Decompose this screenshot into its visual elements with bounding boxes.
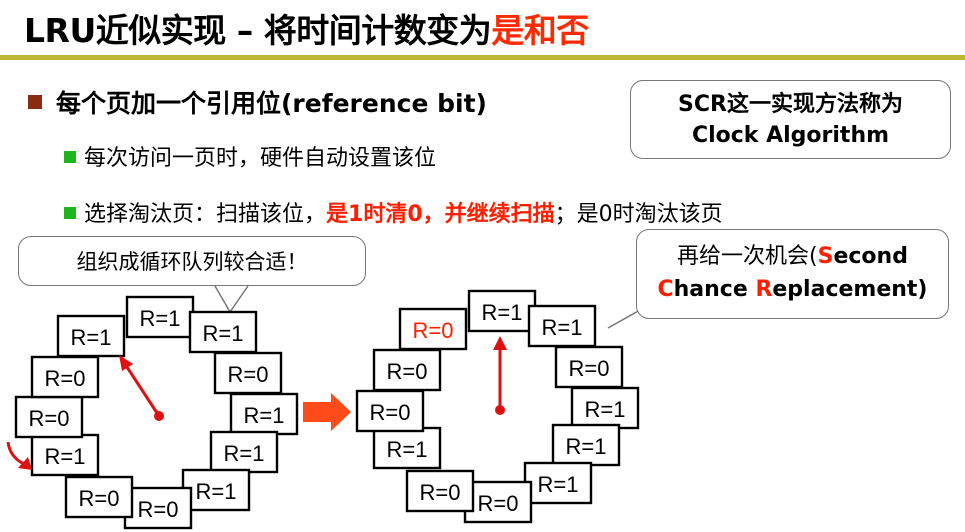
frame-box: R=1 [181,468,251,512]
frame-box: R=1 [229,392,299,436]
frame-label: R=1 [140,306,181,331]
transition-arrow-icon [303,393,351,431]
frame-label: R=0 [420,480,461,505]
bullet-sub-1-text: 每次访问一页时，硬件自动设置该位 [84,146,437,171]
frame-box: R=0 [123,486,193,530]
title-highlight: 是和否 [491,11,589,50]
left-clock: R=1 R=1 R=0 R=1 R=1 R=1 R=0 R=0 R=1 R=0 … [14,295,299,530]
frame-label: R=1 [538,472,579,497]
frame-box: R=0 [554,345,624,389]
title-main: LRU近似实现 – 将时间计数变为 [24,11,492,50]
frame-label: R=1 [482,300,523,325]
right-clock: R=1 R=1 R=0 R=1 R=1 R=1 R=0 R=0 R=1 R=0 … [355,289,640,524]
frame-box: R=1 [523,461,593,505]
frame-label: R=1 [196,479,237,504]
frame-box: R=1 [30,433,100,477]
square-bullet-icon [64,151,76,163]
rotation-arrow-icon [6,441,32,470]
sc-letter-s: S [817,244,834,269]
frame-box: R=1 [467,289,537,333]
frame-label: R=1 [566,434,607,459]
sc-letter-c: C [657,277,674,302]
frame-box: R=0 [64,475,134,519]
square-bullet-icon [64,207,76,219]
bullet-sub-1: 每次访问一页时，硬件自动设置该位 [64,140,436,172]
sc-word-hance: hance [673,277,756,302]
organize-callout-tail [214,285,249,314]
organize-callout: 组织成循环队列较合适！ [18,236,366,286]
scr-callout-line1: SCR这一实现方法称为 [678,92,903,117]
bullet-main: 每个页加一个引用位(reference bit) [28,84,487,120]
title-rule [0,55,965,60]
frame-box: R=1 [209,430,279,474]
second-chance-callout: 再给一次机会(Second Chance Replacement) [636,229,949,319]
frame-label: R=0 [387,359,428,384]
frame-label: R=0 [370,400,411,425]
frame-label: R=1 [203,321,244,346]
frame-box: R=0 [14,395,84,439]
frame-label: R=0 [79,486,120,511]
frame-box: R=1 [188,310,258,354]
frame-label: R=1 [244,403,285,428]
sc-word-econd: econd [833,244,908,269]
frame-label: R=1 [224,441,265,466]
frame-box: R=0 [398,307,468,351]
frame-box: R=1 [551,423,621,467]
frame-box: R=0 [213,351,283,395]
frame-box: R=0 [405,469,475,513]
frame-box: R=0 [355,389,425,433]
frame-box: R=1 [527,304,597,348]
frame-label: R=1 [387,437,428,462]
frame-label: R=1 [71,325,112,350]
frame-label: R=0 [569,356,610,381]
square-bullet-icon [28,95,42,109]
frame-label: R=0 [45,366,86,391]
sc-letter-r: R [755,277,773,302]
scr-callout: SCR这一实现方法称为 Clock Algorithm [630,80,951,159]
frame-label: R=1 [45,444,86,469]
sc-word-eplacement: eplacement) [772,277,928,302]
scr-callout-line2: Clock Algorithm [691,123,890,148]
frame-label: R=1 [542,315,583,340]
frame-box: R=1 [570,386,640,430]
bullet-sub-2-a: 选择淘汰页：扫描该位， [84,202,327,227]
bullet-sub-2-red: 是1时清0，并继续扫描 [326,202,555,227]
frame-label: R=1 [585,397,626,422]
bullet-main-text: 每个页加一个引用位(reference bit) [56,89,487,118]
bullet-sub-2-b: ；是0时淘汰该页 [554,202,723,227]
frame-label-changed: R=0 [413,318,454,343]
frame-box: R=1 [125,295,195,339]
frame-box: R=1 [372,426,442,470]
frame-box: R=1 [56,314,126,358]
right-clock-hand [493,336,507,415]
sc-callout-tail [607,309,641,329]
frame-box: R=0 [30,355,100,399]
left-clock-hand [119,355,164,421]
frame-box: R=0 [372,348,442,392]
sc-line2: Chance Replacement) [637,273,948,306]
organize-callout-text: 组织成循环队列较合适！ [76,250,308,274]
sc-line1-text: 再给一次机会( [677,244,818,269]
frame-label: R=0 [478,491,519,516]
frame-label: R=0 [228,362,269,387]
frame-label: R=0 [29,406,70,431]
frame-label: R=0 [138,497,179,522]
slide-title: LRU近似实现 – 将时间计数变为是和否 [24,4,589,52]
bullet-sub-2: 选择淘汰页：扫描该位，是1时清0，并继续扫描；是0时淘汰该页 [64,196,723,228]
sc-line1: 再给一次机会(Second [637,240,948,273]
frame-box: R=0 [463,480,533,524]
